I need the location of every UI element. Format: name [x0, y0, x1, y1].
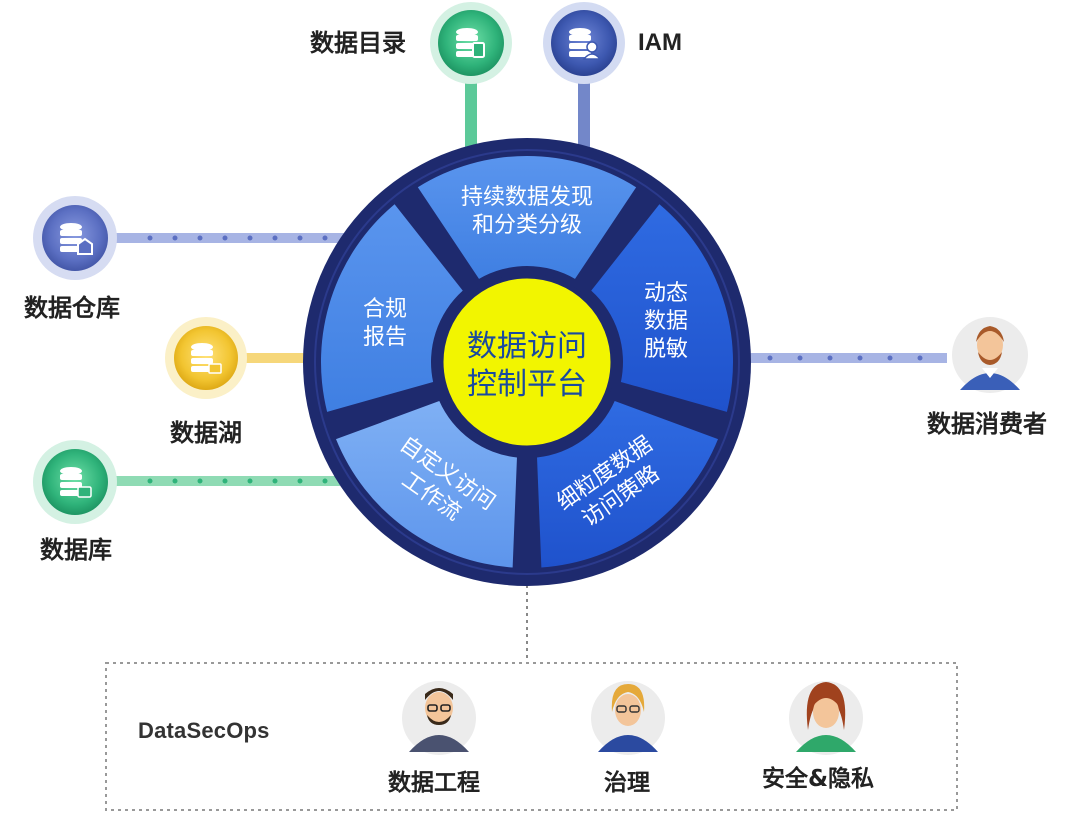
database-user-icon — [569, 28, 602, 60]
data-catalog-node[interactable] — [430, 2, 512, 84]
database-label: 数据库 — [40, 536, 112, 564]
database-lake-icon — [191, 343, 222, 374]
database-icon — [60, 467, 92, 498]
segment-top-line1: 持续数据发现 — [461, 185, 593, 210]
data-catalog-label: 数据目录 — [310, 29, 406, 57]
database-node[interactable] — [33, 440, 117, 524]
data-lake-label: 数据湖 — [170, 419, 242, 447]
data-warehouse-node[interactable] — [33, 196, 117, 280]
data-warehouse-label: 数据仓库 — [24, 294, 120, 322]
datasecops-title: DataSecOps — [138, 718, 270, 743]
segment-bottom-right-shape[interactable] — [537, 401, 718, 568]
segment-left[interactable]: 合规 报告 — [363, 297, 407, 350]
engineer-avatar[interactable] — [402, 681, 476, 755]
connector-data-warehouse — [112, 233, 344, 243]
segment-bottom-left-shape[interactable] — [336, 401, 517, 568]
segment-left-line2: 报告 — [363, 325, 407, 350]
segment-top[interactable]: 持续数据发现 和分类分级 — [461, 185, 593, 238]
connector-data-catalog — [465, 82, 477, 152]
segment-right-shape[interactable] — [591, 204, 733, 412]
database-catalog-icon — [456, 28, 485, 58]
connector-iam — [578, 82, 590, 152]
person-avatar-icon — [960, 326, 1020, 390]
iam-node[interactable] — [543, 2, 625, 84]
iam-label: IAM — [638, 29, 682, 56]
segment-right-line2: 数据 — [644, 309, 688, 334]
connector-database — [112, 476, 340, 486]
data-consumer-label: 数据消费者 — [927, 410, 1047, 438]
security-privacy-avatar-icon — [796, 682, 856, 752]
connector-data-lake — [240, 353, 310, 363]
center-label-line2: 控制平台 — [467, 367, 587, 402]
security-privacy-avatar[interactable] — [789, 681, 863, 755]
database-warehouse-icon — [60, 223, 93, 255]
segment-left-line1: 合规 — [363, 297, 407, 322]
segment-right-line1: 动态 — [644, 281, 688, 306]
role-data-engineering-label: 数据工程 — [388, 770, 480, 796]
segment-left-shape[interactable] — [320, 204, 463, 412]
role-governance-label: 治理 — [604, 770, 650, 796]
segment-top-line2: 和分类分级 — [472, 213, 582, 238]
center-hub — [438, 273, 616, 451]
center-label[interactable]: 数据访问 控制平台 — [467, 329, 587, 402]
role-security-privacy-label: 安全&隐私 — [762, 766, 875, 792]
governance-avatar-icon — [598, 684, 658, 752]
governance-avatar[interactable] — [591, 681, 665, 755]
segment-right-line3: 脱敏 — [644, 337, 688, 362]
data-consumer-avatar[interactable] — [952, 317, 1028, 393]
engineer-avatar-icon — [409, 688, 469, 752]
data-lake-node[interactable] — [165, 317, 247, 399]
connector-data-consumer — [742, 353, 947, 363]
platform-wheel — [303, 138, 751, 586]
segment-right[interactable]: 动态 数据 脱敏 — [644, 281, 688, 362]
datasecops-box — [105, 662, 958, 811]
segment-top-shape[interactable] — [417, 156, 637, 279]
center-label-line1: 数据访问 — [467, 329, 587, 364]
